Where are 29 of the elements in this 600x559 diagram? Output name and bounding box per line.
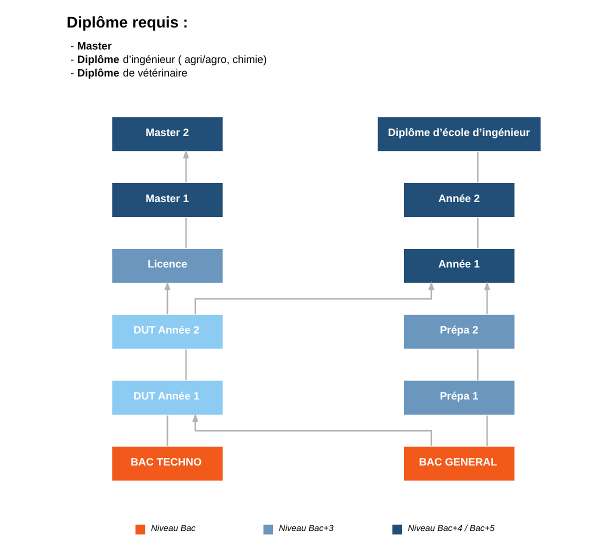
arrow <box>164 281 170 314</box>
node-box: Prépa 1 <box>403 380 516 416</box>
node-box: Année 2 <box>403 182 516 218</box>
legend-label: Niveau Bac <box>150 522 196 533</box>
connector <box>477 350 479 380</box>
node-box: DUT Année 1 <box>111 380 224 416</box>
connector <box>486 415 488 446</box>
node-box: BAC TECHNO <box>111 446 224 482</box>
label: - Diplôme d’ingénieur ( agri/agro, chimie) <box>70 54 267 66</box>
node-box: Master 2 <box>111 116 224 152</box>
node-box: BAC GENERAL <box>403 446 516 482</box>
connector <box>477 218 479 248</box>
node-box: Licence <box>111 248 224 284</box>
diagram-title: Diplôme requis : <box>66 14 188 32</box>
label: - Diplôme de vétérinaire <box>70 68 188 80</box>
legend-label: Niveau Bac+4 / Bac+5 <box>408 522 495 533</box>
arrow <box>484 281 490 314</box>
node-box: Année 1 <box>403 248 516 284</box>
connector <box>477 152 479 182</box>
connector <box>166 415 168 446</box>
node-box: DUT Année 2 <box>111 314 224 350</box>
connector <box>185 218 187 248</box>
legend-label: Niveau Bac+3 <box>278 522 334 533</box>
connector <box>185 350 187 380</box>
node-box: Prépa 2 <box>403 314 516 350</box>
node-box: Master 1 <box>111 182 224 218</box>
label: - Master <box>70 40 112 53</box>
node-box: Diplôme d’école d’ingénieur <box>376 116 542 152</box>
arrow <box>182 150 190 182</box>
